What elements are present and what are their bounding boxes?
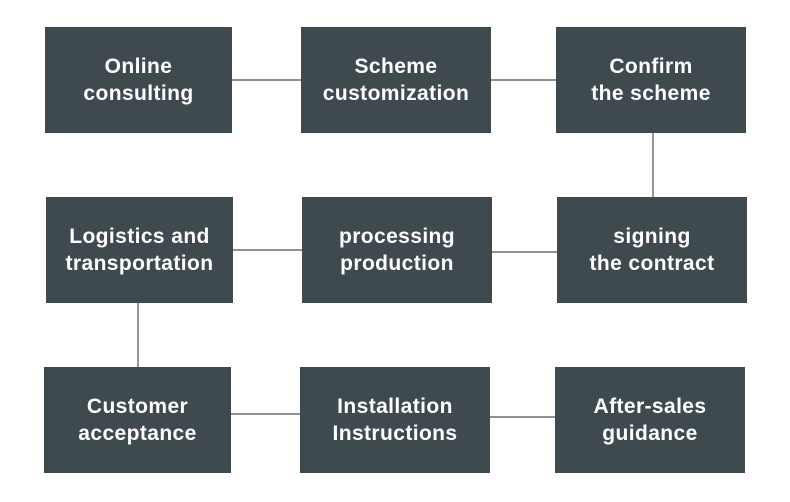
step-customer-acceptance: Customer acceptance bbox=[44, 367, 231, 473]
step-label-line1: processing bbox=[338, 225, 456, 248]
step-label-line2: Instructions bbox=[332, 422, 458, 445]
step-label-line1: Customer bbox=[86, 395, 189, 418]
step-processing-production: processing production bbox=[302, 197, 492, 303]
step-label-line2: transportation bbox=[65, 252, 214, 275]
step-installation-instructions: Installation Instructions bbox=[300, 367, 490, 473]
step-label-line2: the contract bbox=[589, 252, 715, 275]
step-label-line2: production bbox=[340, 252, 454, 275]
step-label-line1: signing bbox=[613, 225, 691, 248]
step-label-line1: Logistics and bbox=[69, 225, 210, 248]
step-label-line2: customization bbox=[322, 82, 470, 105]
step-label-line2: guidance bbox=[602, 422, 698, 445]
step-logistics-and-transportation: Logistics and transportation bbox=[46, 197, 233, 303]
step-label-line2: acceptance bbox=[78, 422, 197, 445]
step-label-line1: Confirm bbox=[609, 55, 693, 78]
step-label-line1: After-sales bbox=[593, 395, 707, 418]
step-signing-the-contract: signing the contract bbox=[557, 197, 747, 303]
step-online-consulting: Online consulting bbox=[45, 27, 232, 133]
step-label-line1: Scheme bbox=[354, 55, 438, 78]
step-label-line2: the scheme bbox=[591, 82, 711, 105]
step-after-sales-guidance: After-sales guidance bbox=[555, 367, 745, 473]
step-label-line2: consulting bbox=[83, 82, 194, 105]
step-scheme-customization: Scheme customization bbox=[301, 27, 491, 133]
step-label-line1: Installation bbox=[337, 395, 453, 418]
step-confirm-the-scheme: Confirm the scheme bbox=[556, 27, 746, 133]
step-label-line1: Online bbox=[104, 55, 173, 78]
